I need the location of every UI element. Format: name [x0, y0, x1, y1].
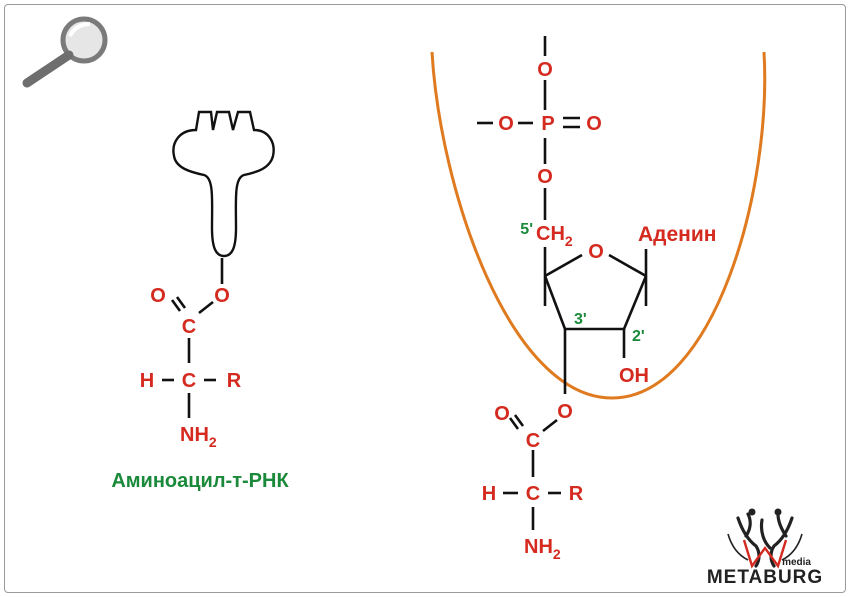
right-carbonyl-c: C: [526, 430, 540, 452]
oh-group: OH: [619, 365, 649, 387]
label-5prime: 5': [520, 221, 533, 238]
left-h: H: [140, 370, 154, 392]
phosphate-o-top: O: [537, 59, 553, 81]
logo-media-text: media: [782, 557, 811, 568]
phosphate-o-right: O: [586, 113, 602, 135]
right-nh2-main: NH: [524, 536, 553, 558]
left-molecule-bonds: [162, 258, 224, 418]
adenine-label: Аденин: [638, 223, 716, 246]
label-2prime: 2': [632, 328, 645, 345]
label-3prime: 3': [574, 311, 587, 328]
magnifier-icon: [22, 16, 108, 88]
left-alpha-c: C: [182, 370, 196, 392]
diagram-frame: [4, 4, 846, 593]
right-h: H: [482, 483, 496, 505]
logo-brand-text: METABURG: [707, 567, 823, 588]
left-ester-o-link: O: [214, 285, 230, 307]
caption-aminoacyl-trna: Аминоацил-т-РНК: [111, 470, 289, 492]
phosphate-o-left: O: [498, 113, 514, 135]
left-r: R: [227, 370, 242, 392]
right-nh2: NH2: [524, 536, 561, 562]
right-molecule-bonds: [477, 36, 648, 530]
ch2-group: CH2: [536, 223, 573, 249]
phosphate-p: P: [541, 113, 554, 135]
right-r: R: [569, 483, 584, 505]
left-nh2-sub: 2: [209, 434, 217, 450]
right-alpha-c: C: [526, 483, 540, 505]
left-nh2-main: NH: [180, 424, 209, 446]
ch2-main: CH: [536, 223, 565, 245]
ribosome-curve: [430, 51, 767, 400]
trna-shape: [172, 110, 275, 258]
metaburg-logo-icon: [727, 508, 803, 569]
left-nh2: NH2: [180, 424, 217, 450]
ch2-sub: 2: [565, 233, 573, 249]
right-ester-o-link: O: [557, 401, 573, 423]
right-ester-o-double: O: [494, 403, 510, 425]
right-nh2-sub: 2: [553, 546, 561, 562]
phosphate-o-bottom: O: [537, 166, 553, 188]
ring-o: O: [588, 241, 604, 263]
left-carbonyl-c: C: [182, 316, 196, 338]
left-ester-o-double: O: [150, 285, 166, 307]
